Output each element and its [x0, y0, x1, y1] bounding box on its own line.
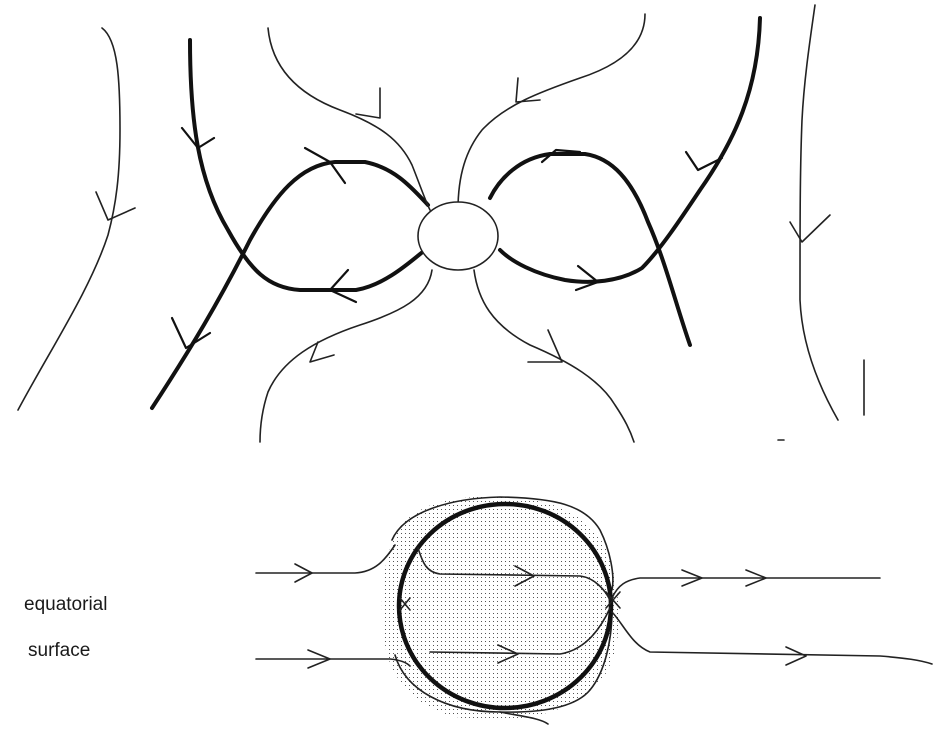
- bottom-panel-equatorial-flow: [256, 497, 932, 724]
- left-thick-arrowhead-loop-bottom: [330, 270, 356, 302]
- far-left-field-line: [18, 28, 120, 410]
- far-right-arrowhead: [790, 215, 830, 242]
- flow-line-lower-left: [256, 659, 410, 666]
- label-surface: surface: [28, 641, 90, 660]
- right-thick-field-line: [500, 18, 760, 282]
- right-thick-line-lower: [490, 154, 690, 345]
- inner-upper-left-arrowhead: [356, 88, 380, 118]
- label-equatorial: equatorial: [24, 595, 107, 614]
- inner-upper-right-field-line: [458, 14, 645, 210]
- left-thick-line-lower: [152, 162, 428, 408]
- flow-line-upper-left: [256, 545, 395, 573]
- inner-lower-left-field-line: [260, 270, 432, 442]
- far-right-field-line: [800, 5, 838, 420]
- right-thick-arrowhead-loop-bottom: [576, 266, 598, 290]
- center-body-circle: [418, 202, 498, 270]
- flow-line-upper-right: [612, 578, 880, 598]
- left-thick-field-line: [190, 40, 425, 290]
- flow-arrow-lower-right: [786, 647, 806, 665]
- top-panel-field-lines: [18, 5, 864, 442]
- flow-line-lower-right: [612, 612, 932, 664]
- stippled-envelope: [382, 497, 619, 720]
- inner-lower-right-field-line: [474, 270, 634, 442]
